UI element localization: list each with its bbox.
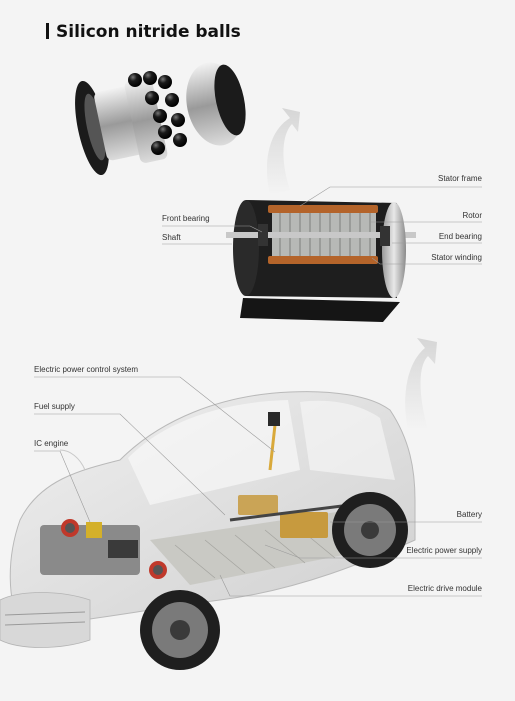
label-shaft: Shaft [162, 233, 181, 242]
car-cutaway [0, 391, 416, 670]
motor-leader-lines [162, 186, 482, 265]
silicon-nitride-balls [128, 71, 187, 155]
arrow-car-to-motor [405, 338, 437, 430]
page-title-text: Silicon nitride balls [56, 22, 241, 42]
front-wheel [140, 590, 220, 670]
electric-motor [226, 200, 416, 322]
label-stator-frame: Stator frame [437, 174, 482, 183]
rear-wheel [332, 492, 408, 568]
label-ic-engine: IC engine [34, 439, 69, 448]
label-electric-drive-module: Electric drive module [407, 584, 482, 593]
title-bar [46, 23, 49, 39]
label-electric-power-supply: Electric power supply [406, 546, 482, 555]
label-front-bearing: Front bearing [162, 214, 210, 223]
label-battery: Battery [456, 510, 482, 519]
engine-bay [40, 519, 167, 579]
label-fuel-supply: Fuel supply [34, 402, 75, 411]
bearing-assembly [75, 62, 246, 176]
page-title: Silicon nitride balls [46, 22, 241, 42]
label-rotor: Rotor [462, 211, 482, 220]
arrow-bearing-to-motor [266, 108, 300, 195]
label-electric-power-control-system: Electric power control system [34, 365, 139, 374]
car-leader-lines [34, 376, 482, 597]
label-stator-winding: Stator winding [431, 253, 482, 262]
label-end-bearing: End bearing [438, 232, 482, 241]
